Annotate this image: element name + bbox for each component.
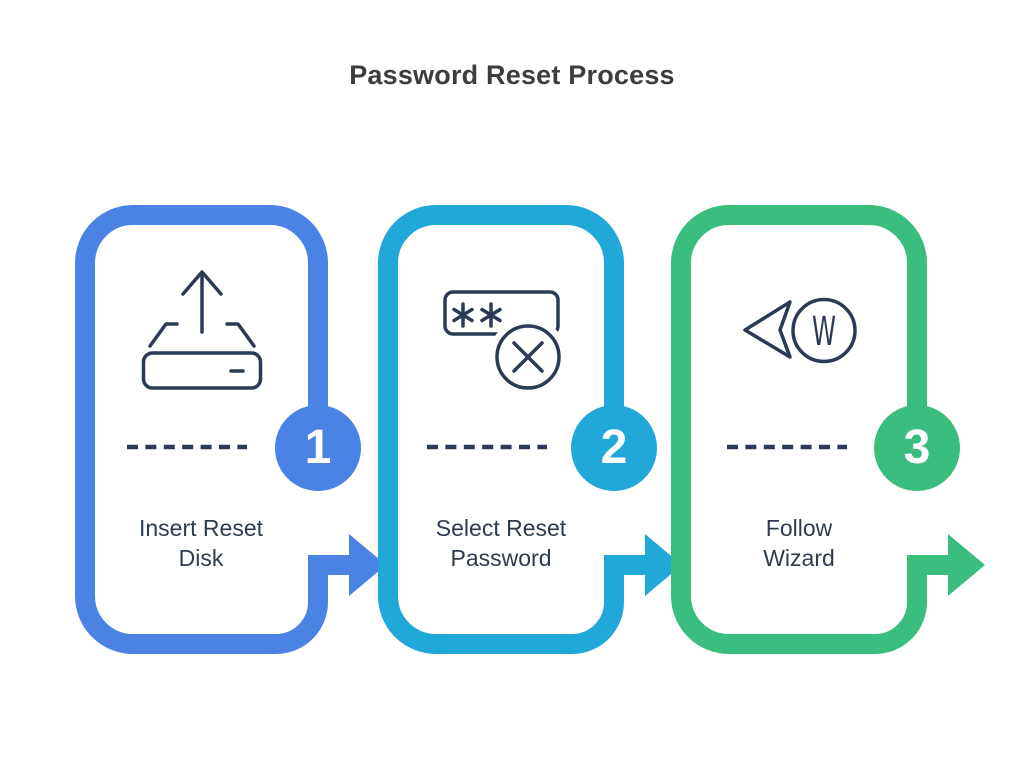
card-2-outline [378, 205, 647, 654]
step-2-label-line1: Select Reset [435, 515, 567, 541]
card-3-outline [671, 205, 950, 654]
wizard-w-letter: W [812, 309, 836, 355]
disk-tray-right [225, 322, 256, 348]
reject-x-mark [512, 341, 544, 373]
card-1-outline [75, 205, 351, 654]
step-2-badge [571, 405, 657, 491]
step-1-number: 1 [304, 421, 332, 474]
step-3-number: 3 [903, 421, 931, 474]
step-card-2 [378, 205, 682, 654]
disk-tray-left [148, 322, 179, 348]
wizard-cursor-icon: W [743, 297, 857, 364]
eject-arrow-head [181, 270, 223, 296]
reject-circle [495, 324, 561, 390]
disk-body [141, 351, 263, 390]
cursor-shape [743, 300, 792, 359]
step-3-label-line2: Wizard [763, 545, 835, 571]
password-asterisks [452, 302, 502, 328]
step-2-label: Select Reset Password [381, 513, 621, 573]
step-2-number: 2 [600, 421, 628, 474]
wizard-circle [791, 297, 857, 364]
step-3-label-line1: Follow [765, 515, 833, 541]
step-2-label-line2: Password [450, 545, 552, 571]
step-card-1 [75, 205, 386, 654]
step-3-badge [874, 405, 960, 491]
step-1-label-line2: Disk [178, 545, 224, 571]
arrow-right-icon [645, 534, 682, 596]
eject-disk-icon [141, 270, 263, 390]
step-card-3: W [671, 205, 985, 654]
step-1-label: Insert Reset Disk [81, 513, 321, 573]
step-1-label-line1: Insert Reset [139, 515, 263, 541]
step-1-badge [275, 405, 361, 491]
step-3-label: Follow Wizard [679, 513, 919, 573]
page-title: Password Reset Process [349, 60, 675, 90]
arrow-right-icon [948, 534, 985, 596]
arrow-right-icon [349, 534, 386, 596]
password-rejected-icon [443, 290, 567, 396]
